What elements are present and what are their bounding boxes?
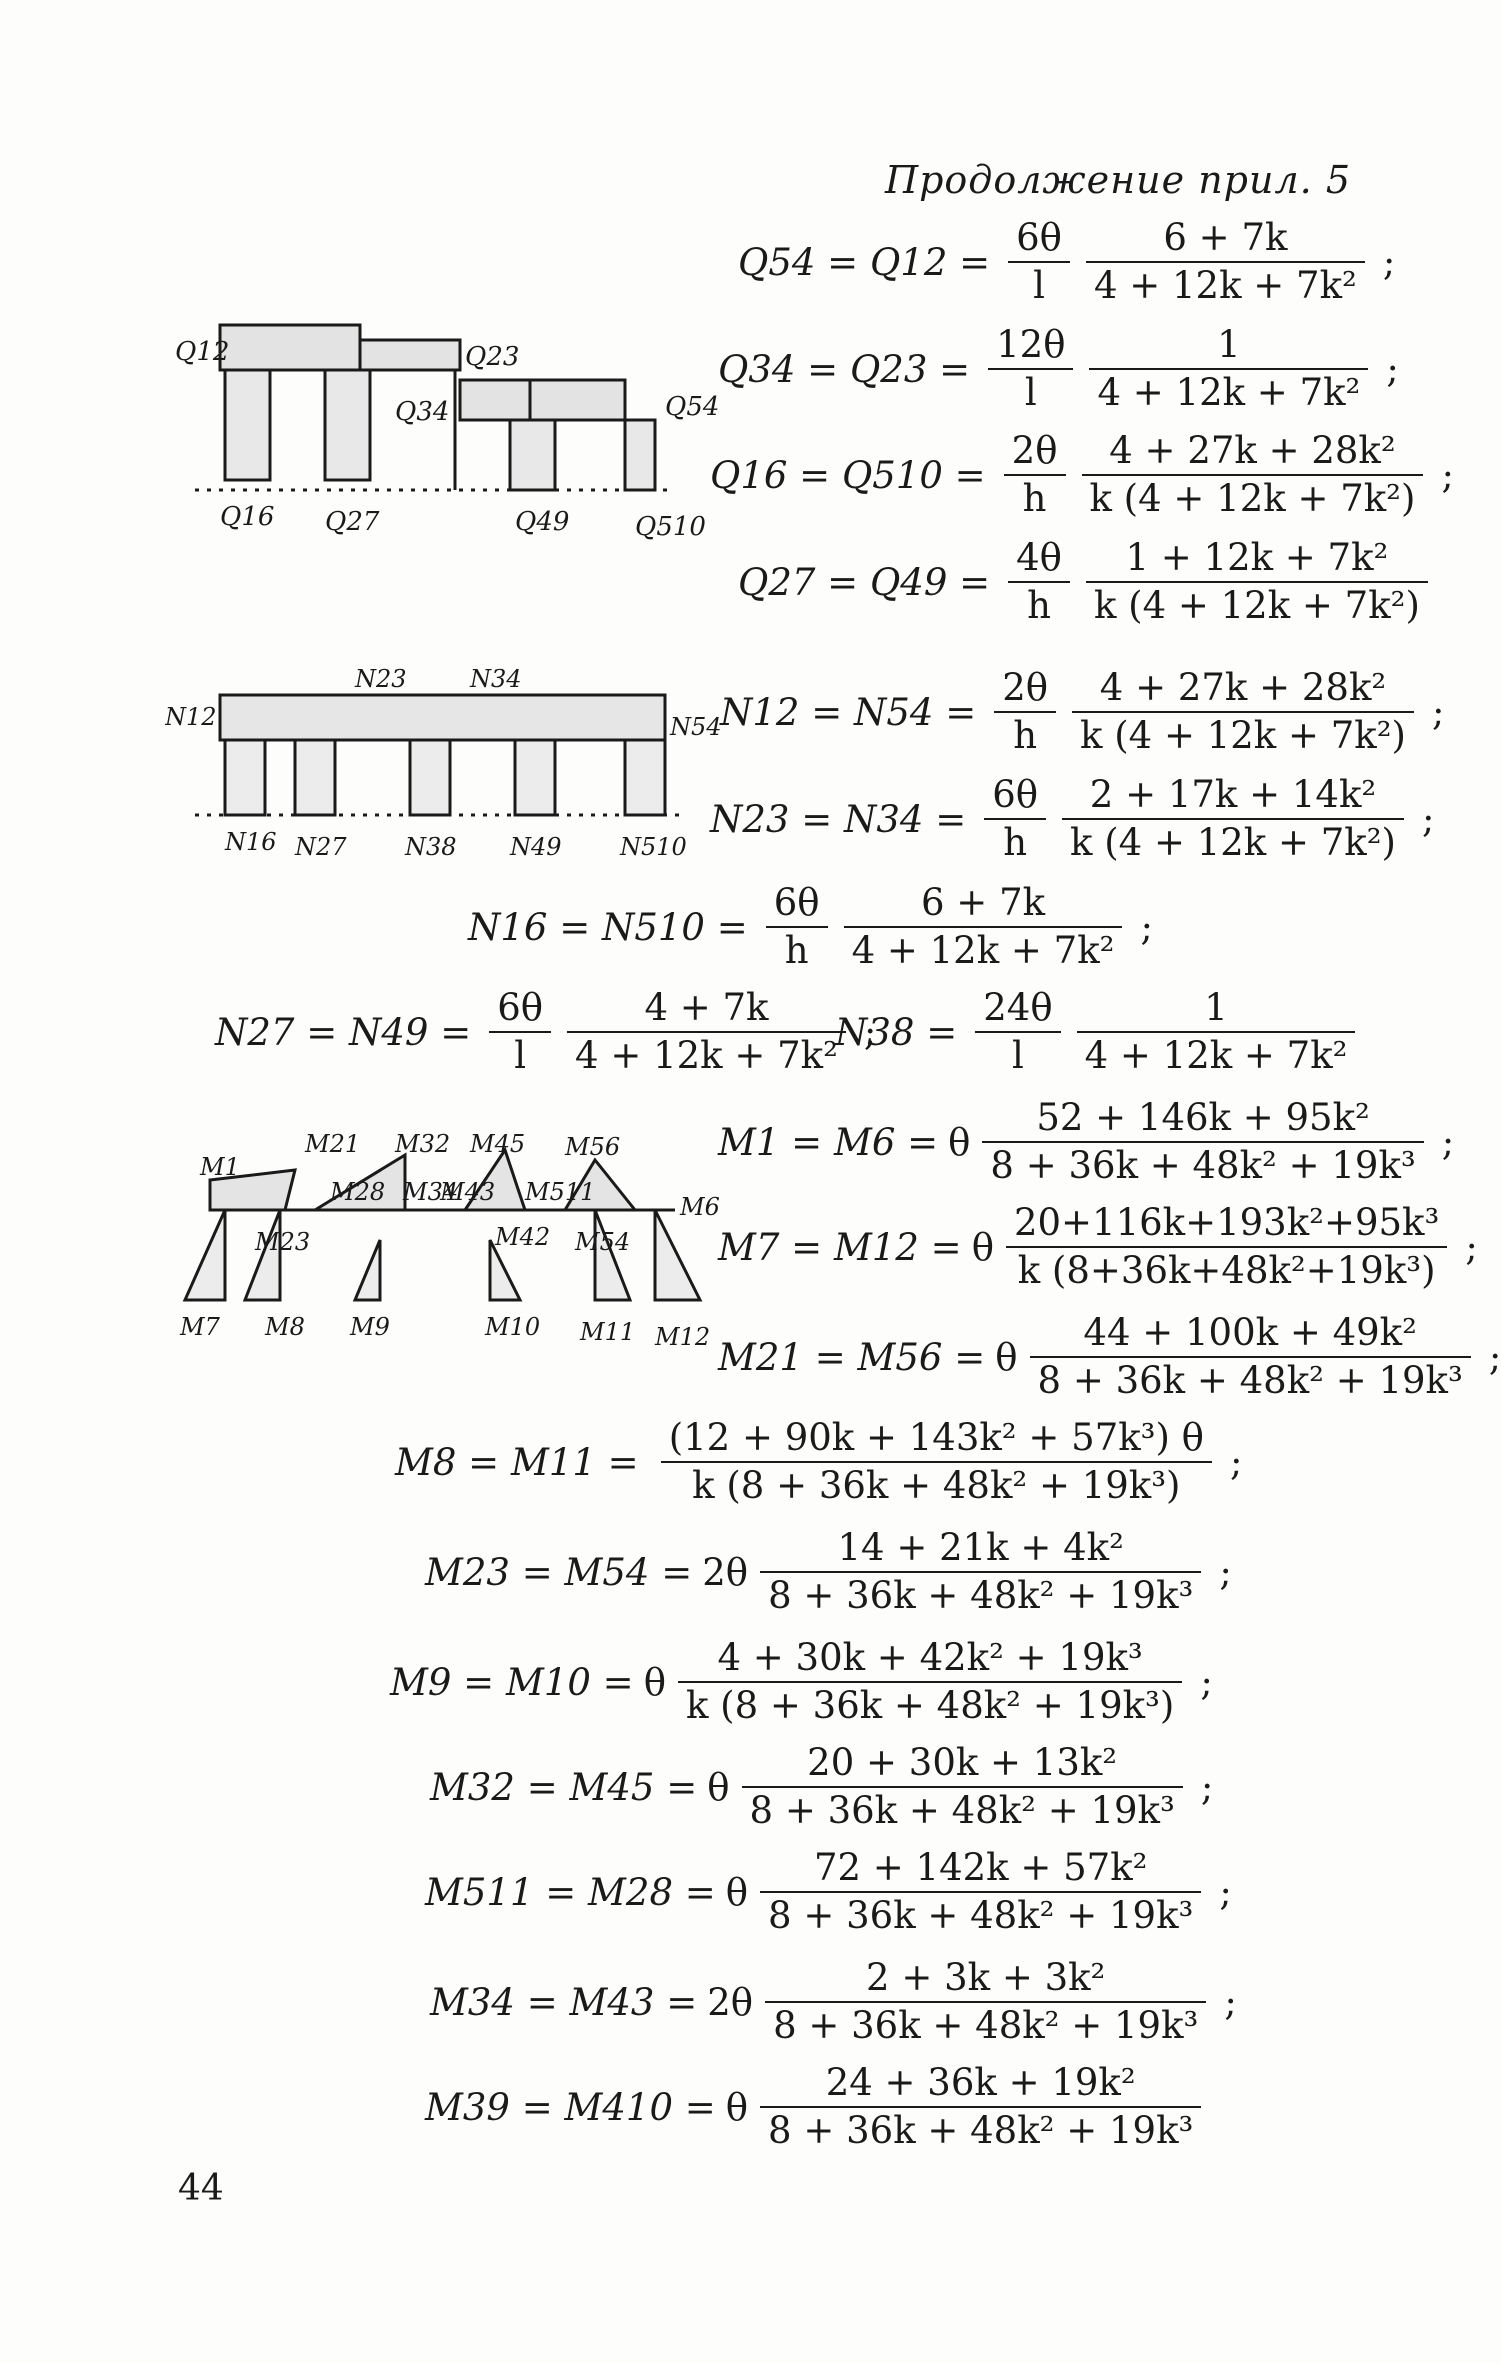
diagram-label: Q49 [515,507,569,537]
diagram-label: M43 [439,1178,495,1206]
normal-force-diagram: N23 N34 N12 N54 N16 N27 N38 N49 N510 [165,665,722,861]
diagram-label: M32 [394,1130,450,1158]
page-header: Продолжение прил. 5 [884,158,1351,202]
diagram-label: M511 [524,1178,595,1206]
diagram-label: M45 [469,1130,525,1158]
diagram-label: M56 [564,1133,620,1161]
diagram-label: N38 [404,833,457,861]
diagram-label: M21 [304,1130,360,1158]
diagram-label: M23 [254,1228,310,1256]
diagram-label: N54 [669,713,722,741]
diagram-label: M10 [484,1313,540,1341]
diagram-label: Q27 [325,507,380,537]
diagram-label: M7 [179,1313,221,1341]
diagram-label: N23 [354,665,407,693]
diagram-label: N510 [619,833,687,861]
diagram-label: M28 [329,1178,385,1206]
diagram-label: N49 [509,833,562,861]
diagram-label: M42 [494,1223,550,1251]
page-number: 44 [178,2168,224,2209]
diagram-label: M12 [654,1323,710,1351]
diagram-label: M1 [199,1153,240,1181]
diagram-label: N16 [224,828,277,856]
diagram-label: M8 [264,1313,305,1341]
shear-force-diagram: Q12 Q23 Q34 Q54 Q16 Q27 Q49 Q510 [175,323,719,542]
diagram-label: Q510 [635,512,706,542]
bending-moment-diagram: M1 M21 M32 M45 M56 M6 M28 M34 M43 M511 M… [179,1130,720,1351]
diagram-label: N27 [294,833,347,861]
diagram-label: Q34 [395,397,449,427]
diagram-label: N12 [165,703,217,731]
diagram-label: M54 [574,1228,630,1256]
diagram-label: M11 [579,1318,635,1346]
diagram-label: Q16 [220,502,274,532]
diagram-label: N34 [469,665,522,693]
diagram-label: Q12 [175,337,229,367]
diagram-label: M34 [402,1178,458,1206]
diagram-label: Q23 [465,342,519,372]
diagram-label: Q54 [665,392,719,422]
diagram-label: M6 [679,1193,720,1221]
diagram-label: M9 [349,1313,390,1341]
